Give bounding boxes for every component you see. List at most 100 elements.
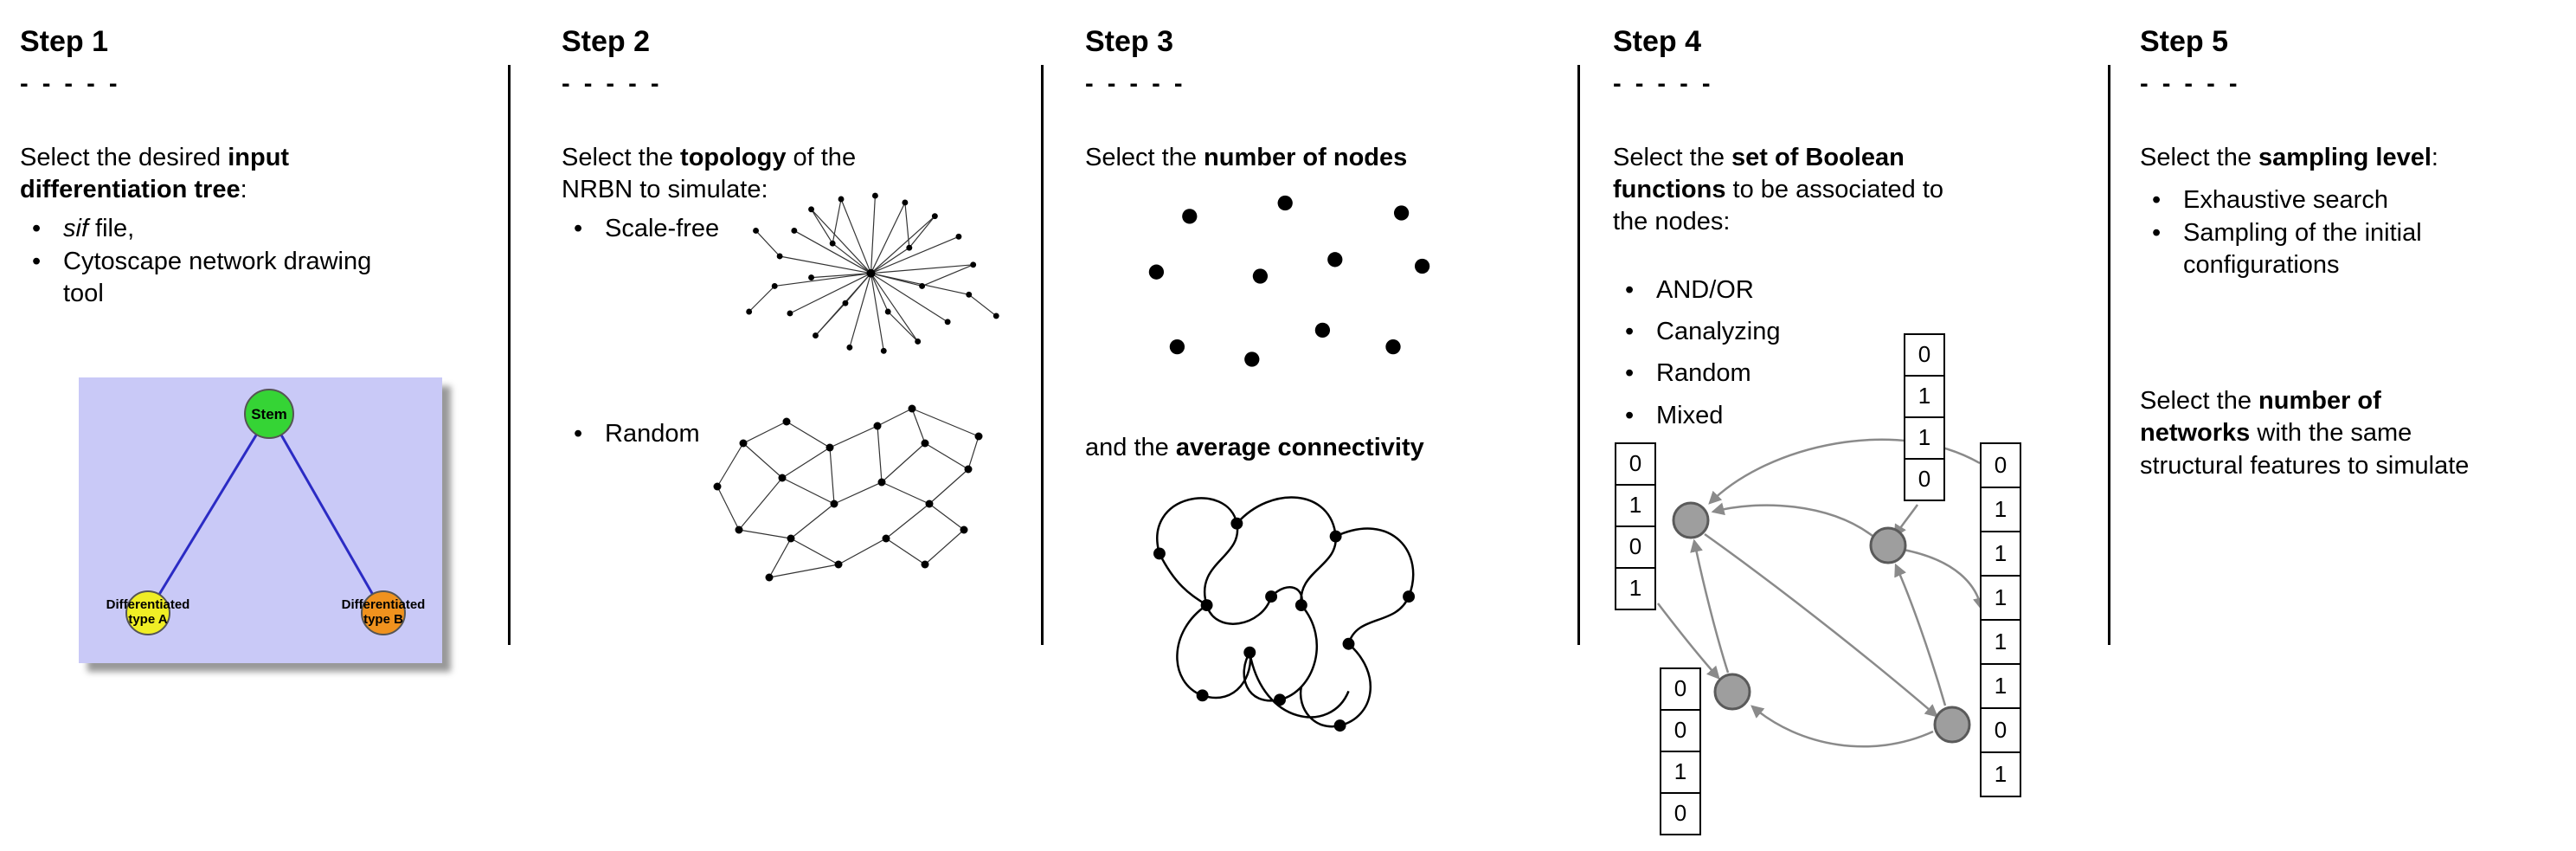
- sif-rest: file,: [88, 215, 135, 243]
- step-4-bullet-random: • Random: [1613, 358, 2110, 390]
- step-2-dashes: - - - - -: [562, 69, 663, 98]
- bullet-icon: •: [2152, 186, 2162, 215]
- step-3-line1-bold: number of nodes: [1204, 143, 1408, 171]
- truth-table-cell: 0: [1904, 458, 1945, 501]
- truth-table-cell: 1: [1904, 416, 1945, 460]
- step-4-dashes: - - - - -: [1613, 69, 1714, 98]
- step-5-closing-bold: number of: [2258, 387, 2381, 416]
- step-1-intro-colon: :: [240, 176, 247, 204]
- bullet-icon: •: [2152, 219, 2162, 248]
- step-4-bullet-andor: • AND/OR: [1613, 274, 2110, 306]
- type-a-label: Differentiated type A: [106, 597, 190, 628]
- step-4-bullet-canalyzing: • Canalyzing: [1613, 316, 2110, 348]
- step-5-panel: Step 5 - - - - - Select the sampling lev…: [2140, 0, 2555, 851]
- step-2-intro-bold: topology: [680, 143, 787, 171]
- exhaustive-search-label: Exhaustive search: [2183, 186, 2388, 215]
- truth-table-cell: 1: [1980, 575, 2021, 621]
- andor-label: AND/OR: [1656, 276, 1754, 305]
- differentiated-type-a-node: [125, 590, 170, 636]
- step-2-intro-text: Select the: [562, 143, 681, 171]
- truth-table-cell: 0: [1980, 442, 2021, 488]
- bullet-icon: •: [574, 420, 583, 448]
- sif-italic: sif: [63, 215, 88, 243]
- truth-table-cell: 1: [1980, 663, 2021, 709]
- step-5-intro: Select the sampling level:: [2140, 142, 2555, 174]
- differentiated-type-b-node: [361, 590, 406, 636]
- step-2-intro-line2: NRBN to simulate:: [562, 176, 768, 204]
- step-3-dashes: - - - - -: [1085, 69, 1186, 98]
- step-1-bullet-list: • sif file, • Cytoscape network drawing to…: [20, 213, 491, 310]
- step-5-closing-text2: with the same: [2250, 419, 2412, 448]
- step-5-bullet-exhaustive: • Exhaustive search: [2140, 184, 2555, 216]
- step-1-panel: Step 1 - - - - - Select the desired inpu…: [20, 0, 491, 851]
- step-2-bullet-scale-free: •Scale-free: [562, 213, 1020, 245]
- random-label: Random: [605, 420, 700, 448]
- step-2-intro-text2: of the: [786, 143, 857, 171]
- column-divider: [2108, 65, 2110, 645]
- stem-node: Stem: [244, 389, 294, 440]
- step-4-intro-bold: set of Boolean: [1731, 143, 1905, 171]
- step-1-bullet-cytoscape: • Cytoscape network drawing tool: [20, 246, 392, 310]
- random-functions-label: Random: [1656, 359, 1751, 388]
- step-1-intro-bold: input: [228, 143, 290, 171]
- bullet-icon: •: [1625, 276, 1635, 305]
- step-1-dashes: - - - - -: [20, 69, 121, 98]
- bullet-icon: •: [1625, 359, 1635, 388]
- scale-free-label: Scale-free: [605, 215, 720, 243]
- truth-table-cell: 1: [1904, 375, 1945, 418]
- step-1-intro-text: Select the desired: [20, 143, 228, 171]
- truth-table-cell: 1: [1980, 487, 2021, 532]
- step-5-intro-bold: sampling level: [2258, 143, 2431, 171]
- truth-table-cell: 1: [1660, 751, 1701, 794]
- mixed-label: Mixed: [1656, 401, 1724, 429]
- sampling-configurations-label: Sampling of the initial configurations: [2183, 219, 2422, 280]
- bullet-icon: •: [32, 215, 42, 243]
- step-5-dashes: - - - - -: [2140, 69, 2241, 98]
- truth-table-cell: 1: [1980, 531, 2021, 577]
- nodes-dots-illustration: [1148, 195, 1430, 367]
- step-3-title: Step 3: [1085, 25, 1174, 58]
- step-5-title: Step 5: [2140, 25, 2229, 58]
- step-5-bullet-sampling: • Sampling of the initial configurations: [2140, 217, 2555, 281]
- column-divider: [1577, 65, 1580, 645]
- step-4-title: Step 4: [1613, 25, 1702, 58]
- column-divider: [508, 65, 511, 645]
- step-5-intro-colon: :: [2431, 143, 2438, 171]
- bullet-icon: •: [32, 248, 42, 276]
- step-3-line1: Select the number of nodes: [1085, 142, 1561, 174]
- step-1-intro-bold2: differentiation tree: [20, 176, 241, 204]
- truth-table-cell: 1: [1615, 567, 1656, 610]
- truth-table-cell: 1: [1615, 484, 1656, 527]
- step-3-panel: Step 3 - - - - - Select the number of no…: [1085, 0, 1561, 851]
- step-5-intro-text: Select the: [2140, 143, 2259, 171]
- step-5-closing-text: Select the: [2140, 387, 2259, 416]
- truth-table-cell: 0: [1660, 667, 1701, 711]
- random-network-illustration: [713, 404, 983, 582]
- truth-table-cell: 0: [1980, 707, 2021, 753]
- step-4-intro-text2: to be associated to: [1725, 176, 1943, 204]
- bullet-icon: •: [1625, 318, 1635, 346]
- step-4-intro-text3: the nodes:: [1613, 208, 1731, 236]
- stem-label: Stem: [251, 405, 287, 422]
- step-2-bullet-random: • Random: [562, 418, 1020, 450]
- scale-free-network-illustration: [746, 192, 999, 354]
- cytoscape-label: Cytoscape network drawing tool: [63, 248, 372, 308]
- differentiation-tree-figure: Stem Differentiated type A Differentiate…: [79, 377, 442, 664]
- canalyzing-label: Canalyzing: [1656, 318, 1781, 346]
- step-4-bullet-list: • AND/OR • Canalyzing • Random • Mixed: [1613, 274, 2110, 431]
- truth-table-cell: 1: [1980, 619, 2021, 665]
- column-divider: [1041, 65, 1044, 645]
- truth-table-cell: 0: [1904, 333, 1945, 377]
- step-3-line2-bold: average connectivity: [1175, 434, 1424, 462]
- truth-table-cell: 0: [1615, 525, 1656, 569]
- truth-table-cell: 1: [1980, 751, 2021, 797]
- connectivity-tangle-illustration: [1153, 496, 1416, 732]
